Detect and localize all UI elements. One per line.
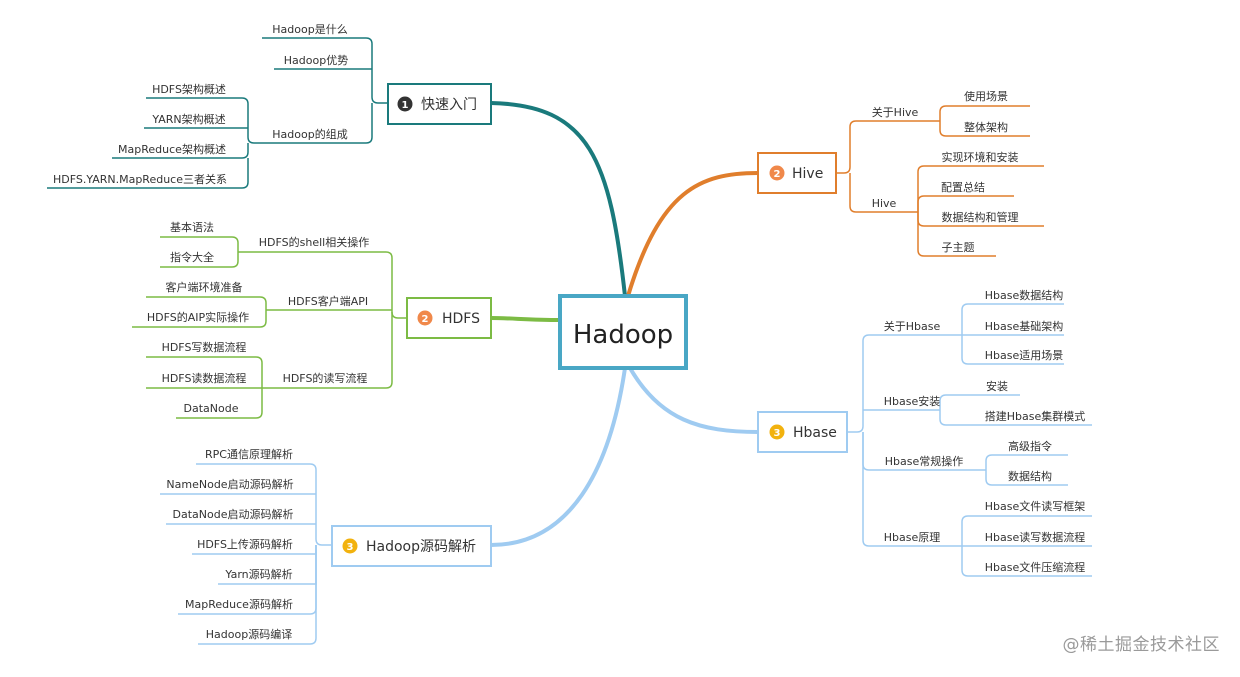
topic-hdfs-label: HDFS	[442, 311, 480, 327]
number-three-badge	[342, 538, 358, 554]
topic-hive[interactable]: 2 Hive	[757, 152, 837, 194]
leaf-command-list[interactable]: 指令大全	[170, 250, 214, 264]
svg-text:3: 3	[774, 428, 781, 439]
subtopic-hdfs-rw[interactable]: HDFS的读写流程	[283, 371, 368, 385]
leaf-yarn-source[interactable]: Yarn源码解析	[224, 567, 292, 581]
leaf-hbase-use-cases[interactable]: Hbase适用场景	[985, 348, 1064, 362]
subtopic-hbase-install[interactable]: Hbase安装	[884, 394, 941, 408]
subtopic-what-is-hadoop[interactable]: Hadoop是什么	[272, 23, 347, 36]
leaf-hbase-cluster-mode[interactable]: 搭建Hbase集群模式	[985, 409, 1086, 423]
subtopic-about-hive[interactable]: 关于Hive	[872, 105, 919, 119]
leaf-mapreduce-overview[interactable]: MapReduce架构概述	[118, 142, 226, 156]
topic-hbase-label: Hbase	[793, 425, 837, 441]
svg-text:3: 3	[347, 542, 354, 553]
leaf-hbase-rw-data-flow[interactable]: Hbase读写数据流程	[985, 530, 1086, 544]
leaf-hbase-data-structure[interactable]: Hbase数据结构	[985, 288, 1064, 302]
central-topic[interactable]: Hadoop	[558, 294, 688, 370]
connector-center-source	[490, 367, 627, 547]
central-topic-label: Hadoop	[573, 320, 673, 350]
leaf-hbase-file-rw-framework[interactable]: Hbase文件读写框架	[985, 499, 1086, 513]
topic-hive-label: Hive	[792, 166, 823, 182]
leaf-data-structure[interactable]: 数据结构	[1008, 469, 1052, 483]
leaf-advanced-commands[interactable]: 高级指令	[1008, 439, 1052, 453]
subtopic-hdfs-client-api[interactable]: HDFS客户端API	[288, 294, 368, 308]
leaf-hbase-basic-arch[interactable]: Hbase基础架构	[985, 319, 1064, 333]
branch-source	[160, 463, 332, 645]
leaf-datanode-startup[interactable]: DataNode启动源码解析	[173, 507, 294, 521]
connector-center-quickstart	[490, 101, 627, 297]
leaf-use-cases[interactable]: 使用场景	[964, 89, 1008, 103]
branch-hbase	[847, 303, 1092, 577]
leaf-basic-syntax[interactable]: 基本语法	[170, 220, 214, 234]
subtopic-hdfs-shell[interactable]: HDFS的shell相关操作	[259, 235, 369, 249]
svg-text:2: 2	[422, 314, 429, 325]
number-three-badge	[769, 424, 785, 440]
leaf-install[interactable]: 安装	[986, 379, 1008, 393]
connector-center-hdfs	[490, 316, 561, 322]
leaf-hbase-file-compress-flow[interactable]: Hbase文件压缩流程	[985, 560, 1086, 574]
leaf-overall-architecture[interactable]: 整体架构	[964, 120, 1008, 134]
topic-source-label: Hadoop源码解析	[366, 539, 476, 555]
subtopic-hbase-ops[interactable]: Hbase常规操作	[885, 454, 964, 468]
leaf-hadoop-compile[interactable]: Hadoop源码编译	[206, 627, 292, 641]
branch-hdfs	[132, 236, 407, 419]
leaf-rpc[interactable]: RPC通信原理解析	[205, 447, 293, 461]
leaf-hdfs-upload[interactable]: HDFS上传源码解析	[197, 537, 293, 551]
topic-hbase[interactable]: 3 Hbase	[757, 411, 848, 453]
leaf-subtopic[interactable]: 子主题	[942, 241, 975, 254]
leaf-env-install[interactable]: 实现环境和安装	[942, 150, 1019, 164]
leaf-hdfs-overview[interactable]: HDFS架构概述	[152, 82, 226, 96]
leaf-config-summary[interactable]: 配置总结	[941, 180, 985, 194]
subtopic-hadoop-advantages[interactable]: Hadoop优势	[284, 54, 348, 67]
subtopic-hbase-principle[interactable]: Hbase原理	[884, 531, 941, 544]
topic-quickstart[interactable]: 1 快速入门	[387, 83, 492, 125]
svg-text:1: 1	[402, 100, 409, 111]
leaf-write-flow[interactable]: HDFS写数据流程	[162, 340, 247, 354]
number-one-badge	[397, 96, 413, 112]
topic-hdfs[interactable]: 2 HDFS	[406, 297, 492, 339]
leaf-datanode[interactable]: DataNode	[184, 402, 239, 415]
leaf-aip-ops[interactable]: HDFS的AIP实际操作	[147, 310, 249, 324]
leaf-read-flow[interactable]: HDFS读数据流程	[162, 371, 247, 385]
svg-text:2: 2	[774, 169, 781, 180]
watermark: @稀土掘金技术社区	[1062, 635, 1220, 655]
leaf-mapreduce-source[interactable]: MapReduce源码解析	[185, 597, 293, 611]
connector-center-hbase	[628, 366, 759, 434]
leaf-client-env[interactable]: 客户端环境准备	[166, 280, 243, 294]
subtopic-hive[interactable]: Hive	[872, 197, 897, 210]
leaf-yarn-overview[interactable]: YARN架构概述	[151, 112, 225, 126]
branch-hive	[836, 105, 1044, 257]
leaf-namenode-startup[interactable]: NameNode启动源码解析	[166, 477, 293, 491]
number-two-badge	[417, 310, 433, 326]
leaf-data-structure-mgmt[interactable]: 数据结构和管理	[942, 210, 1019, 224]
number-two-badge	[769, 165, 785, 181]
topic-source[interactable]: 3 Hadoop源码解析	[331, 525, 492, 567]
connector-center-hive	[626, 171, 759, 297]
branch-quickstart	[47, 37, 388, 189]
subtopic-about-hbase[interactable]: 关于Hbase	[884, 319, 941, 333]
leaf-three-relations[interactable]: HDFS.YARN.MapReduce三者关系	[53, 172, 227, 186]
subtopic-hadoop-components[interactable]: Hadoop的组成	[272, 127, 347, 141]
topic-quickstart-label: 快速入门	[421, 97, 477, 113]
